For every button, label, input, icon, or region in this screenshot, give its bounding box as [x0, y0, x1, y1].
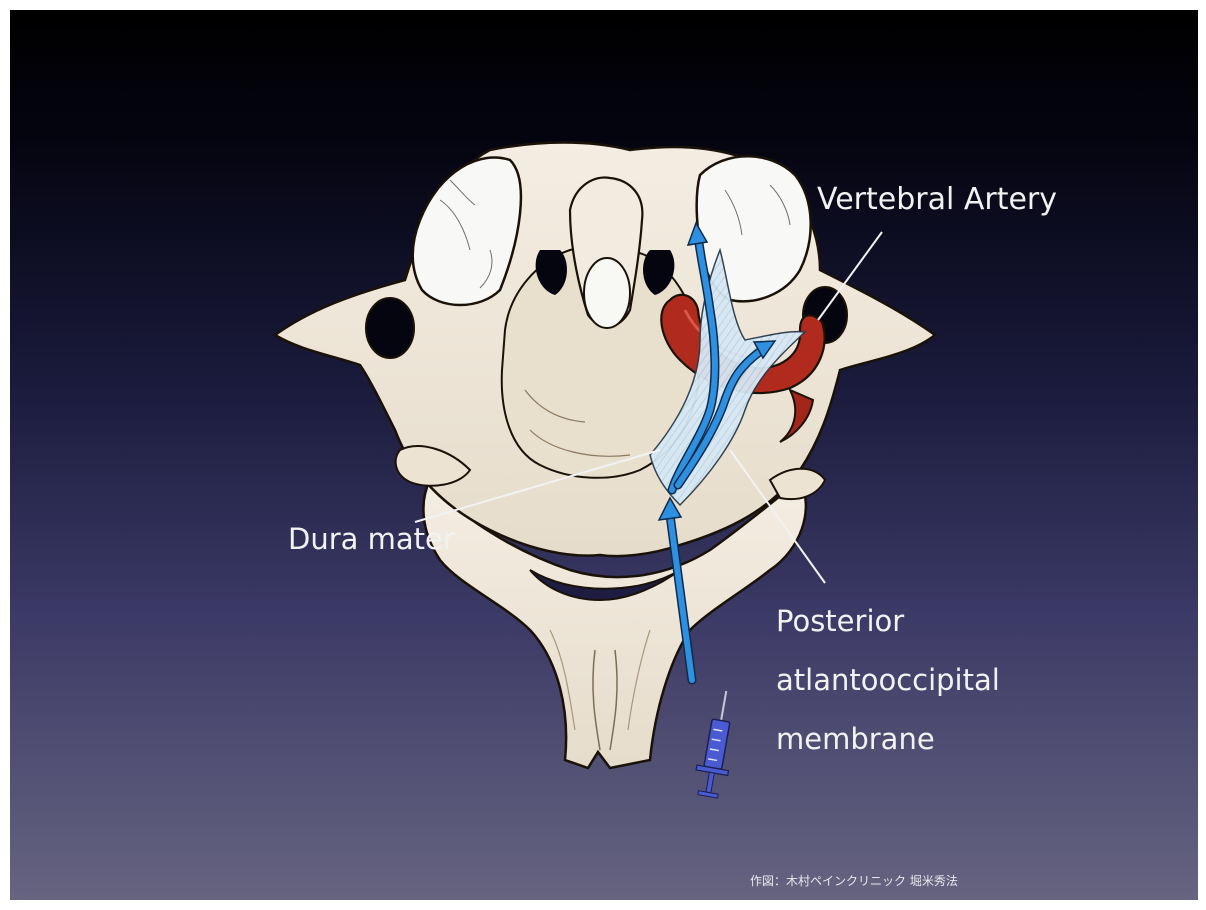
axis-vertebra [422, 477, 808, 770]
vertebral-artery-label: Vertebral Artery [817, 182, 1057, 217]
posterior-membrane-label-line: membrane [776, 722, 935, 756]
atlas-illustration [272, 141, 938, 799]
membrane-pointer [729, 449, 826, 584]
slide-background: Vertebral Artery Dura mater Posterior at… [10, 10, 1198, 900]
spread-arrow-icon [667, 230, 770, 495]
dura-mater-label: Dura mater [288, 522, 455, 556]
syringe-icon [695, 690, 731, 799]
dura-mater-pointer [414, 449, 661, 523]
illustration-credit: 作図：木村ペインクリニック 堀米秀法 [750, 874, 958, 888]
atlas-vertebra [272, 141, 938, 558]
spread-arrowhead-up [686, 221, 709, 246]
injection-arrow-icon [657, 496, 697, 685]
posterior-membrane [649, 247, 807, 507]
posterior-membrane-label-line: Posterior [776, 604, 905, 638]
posterior-membrane-label-line: atlantooccipital [776, 663, 1000, 697]
posterior-membrane-label: Posterior atlantooccipital membrane [776, 592, 1000, 769]
vertebral-artery-pointer [817, 231, 883, 321]
spread-arrowhead-right [752, 340, 777, 360]
